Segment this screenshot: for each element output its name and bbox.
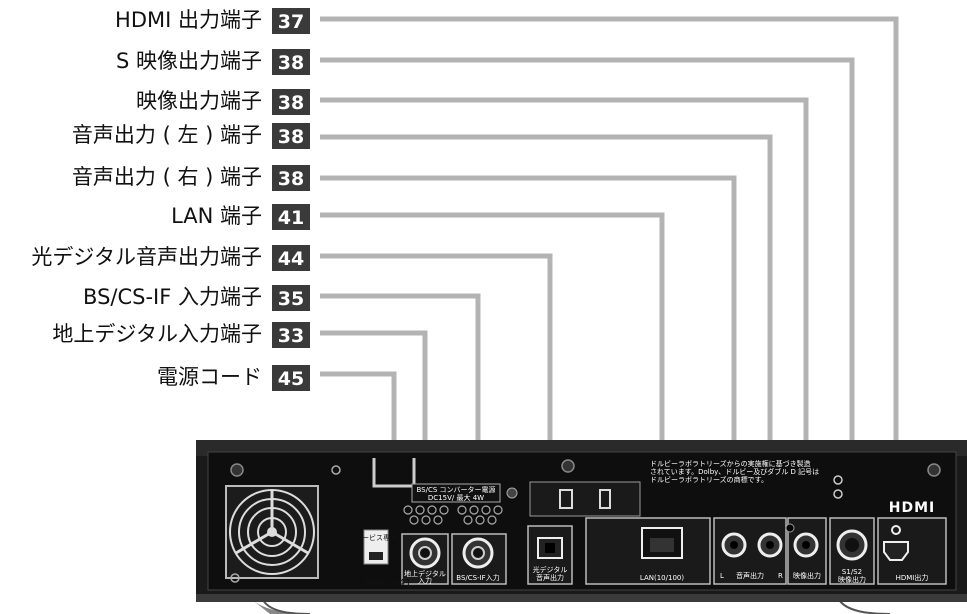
leader-line-hdmi [320,16,899,478]
audio-output-jacks: L 音声出力 R [713,517,787,585]
leader-line-audio-right [320,175,737,522]
kensington-lock-icon [559,489,573,509]
lan-port: LAN(10/100) [585,517,711,585]
service-port: サービス専用 [355,529,397,565]
converter-power-label-2: DC15V/ 最大 4W [428,493,484,502]
optical-output-label-2: 音声出力 [536,573,564,582]
converter-power-indicator [506,487,518,499]
converter-power-label-1: BS/CS コンバーター電源 [416,485,495,494]
page-badge-lan-number: 41 [278,207,304,229]
page-badge-bscs-if [272,285,310,311]
video-output-label: 映像出力 [793,571,821,580]
dolby-notice-line-1: ドルビーラボラトリーズからの実施権に基づき製造 [650,459,811,468]
leader-line-s-video [320,57,855,525]
screw-top-right [927,463,941,477]
page-badge-audio-right [272,165,310,191]
audio-left-label: L [720,572,724,580]
page-badge-power-cord [272,365,310,391]
s-video-output-label-2: 映像出力 [838,575,866,584]
indicator-hole-1 [833,475,843,485]
callout-label-audio-left: 音声出力 ( 左 ) 端子 [72,123,262,147]
hdmi-output-port: HDMI出力 [877,517,947,585]
leader-line-video [320,97,809,522]
device-rear-panel: サービス専用 BS/CS コンバーター電源 DC15V/ 最大 4W 地上デジタ… [196,440,967,614]
page-badge-audio-left [272,123,310,149]
audio-output-label: 音声出力 [736,571,764,580]
optical-output-label-1: 光デジタル [533,565,568,574]
bscs-if-input-label: BS/CS-IF入力 [456,573,499,582]
page-badge-terrestrial-number: 33 [278,325,304,347]
page-badge-audio-right-number: 38 [278,168,304,190]
hdmi-output-label: HDMI出力 [896,573,929,582]
bscs-if-input-jack: BS/CS-IF入力 [451,533,507,585]
page-badge-audio-left-number: 38 [278,126,304,148]
terrestrial-input-label-1: 地上デジタル [404,569,446,578]
page-badge-s-video [272,49,310,75]
page-badge-optical [272,245,310,271]
screw-top-middle [561,459,575,473]
model-number: NAB1641 [365,578,412,589]
s-video-output-label-1: S1/S2 [842,568,862,576]
cooling-fan-grille [225,485,319,579]
audio-right-label: R [778,572,783,580]
service-port-label: サービス専用 [355,533,397,542]
slot-icon [599,489,611,509]
vent-dot-grid [403,505,503,525]
leader-line-lan [320,212,665,535]
page-badge-hdmi-number: 37 [278,11,304,33]
security-slot-panel [529,481,641,517]
callout-label-audio-right: 音声出力 ( 右 ) 端子 [72,165,262,189]
callout-label-optical: 光デジタル音声出力端子 [31,245,262,269]
page-badge-lan [272,204,310,230]
callout-label-terrestrial: 地上デジタル入力端子 [52,322,262,346]
left-foot [250,598,300,614]
callout-label-power-cord: 電源コード [157,365,262,389]
hdmi-logo: HDMI [889,500,935,516]
callout-label-bscs-if: BS/CS-IF 入力端子 [83,285,262,309]
callout-label-video: 映像出力端子 [136,89,262,113]
callout-label-s-video: S 映像出力端子 [116,49,262,73]
leader-line-power-cord [320,371,397,470]
indicator-hole-2 [833,489,843,499]
page-badge-hdmi [272,8,310,34]
page-badge-terrestrial [272,322,310,348]
s-video-output-jack: S1/S2 映像出力 [829,517,875,585]
dolby-notice-line-2: されています。Dolby、ドルビー及びダブル D 記号は [650,467,819,476]
page-badge-optical-number: 44 [278,248,304,270]
callout-label-hdmi: HDMI 出力端子 [115,8,262,32]
leader-line-audio-left [320,134,773,522]
page-badge-power-cord-number: 45 [278,368,304,390]
terrestrial-input-label-2: 入力 [418,576,432,585]
page-badge-video-number: 38 [278,92,304,114]
terrestrial-input-jack: 地上デジタル 入力 [401,533,449,585]
page-badge-video [272,89,310,115]
dolby-notice-line-3: ドルビーラボラトリーズの商標です。 [650,475,768,484]
video-output-jack: 映像出力 [785,517,827,585]
power-cord-clip [372,458,416,488]
vent-hole [331,465,341,475]
screw-top-left [230,463,244,477]
page-badge-s-video-number: 38 [278,52,304,74]
page-badge-bscs-if-number: 35 [278,288,304,310]
callout-label-lan: LAN 端子 [171,204,262,228]
callout-list: HDMI 出力端子 37 S 映像出力端子 38 映像出力端子 38 音声出力 … [31,8,899,538]
vent-hole-lower [230,573,240,583]
optical-output-jack: 光デジタル 音声出力 [527,525,573,585]
lan-port-label: LAN(10/100) [640,574,684,582]
device-bottom-edge [196,594,967,602]
converter-power-box [411,483,501,503]
